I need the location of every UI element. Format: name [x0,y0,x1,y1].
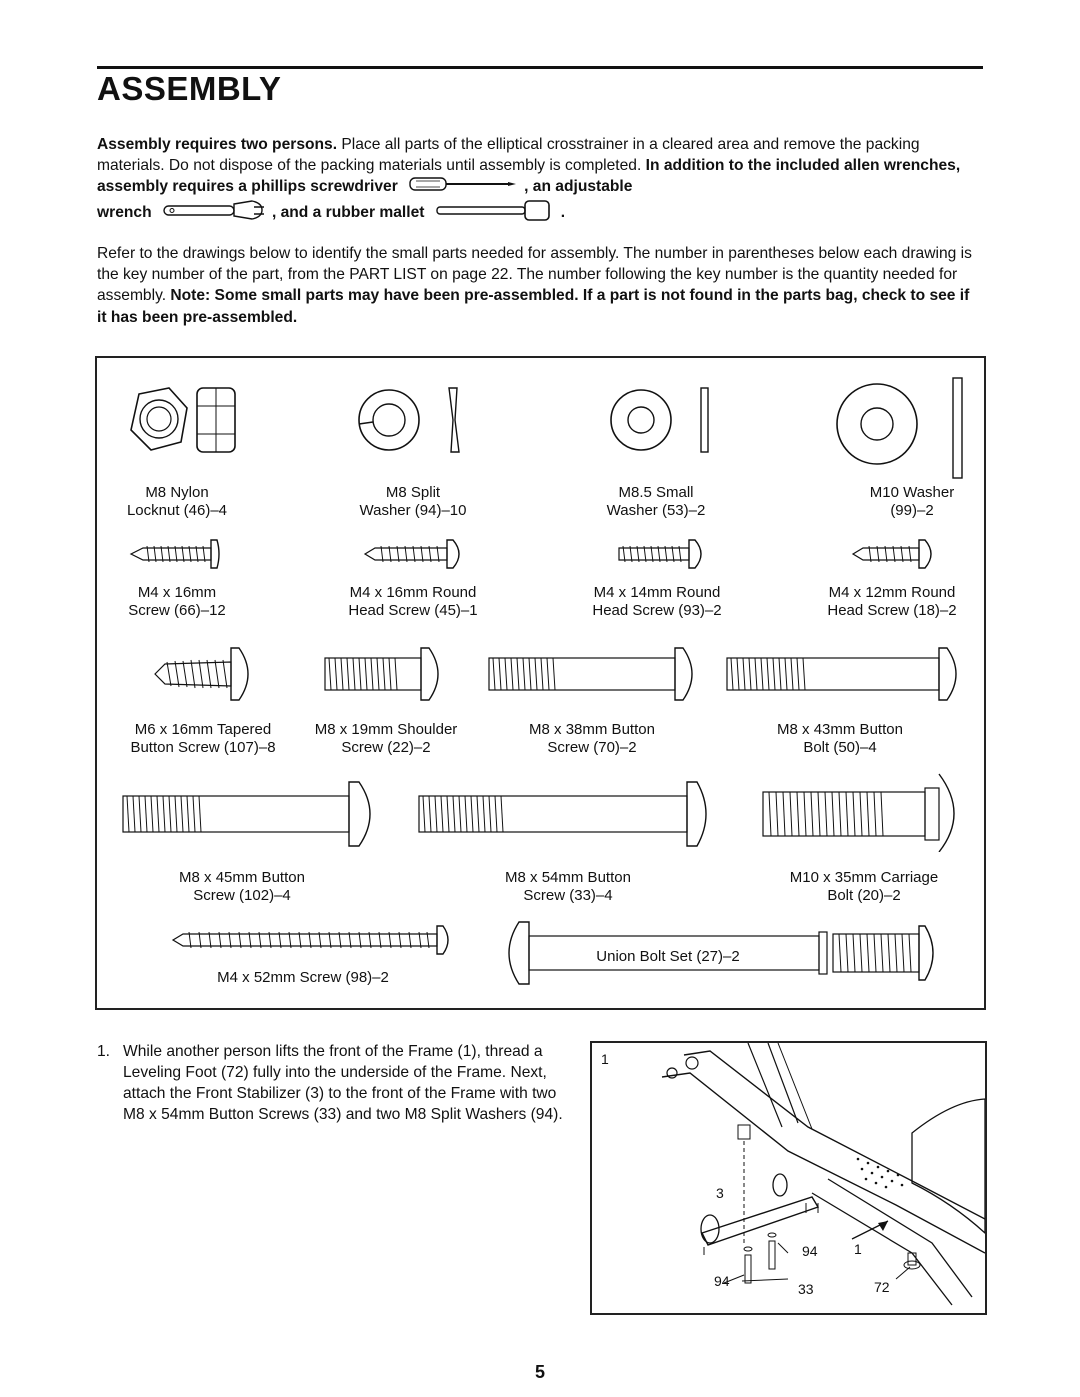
shoulder-screw-drawing [324,647,439,701]
union-bolt-set-drawing [508,921,934,985]
tools-text-mallet: , and a rubber mallet [271,203,425,221]
parts-reference-paragraph: Refer to the drawings below to identify … [97,243,983,328]
parts-reference-text: Refer to the drawings below to identify … [97,245,972,305]
m4-screw-drawing [129,539,220,569]
callout-94: 94 [802,1243,818,1259]
m8-54mm-button-screw-drawing [418,781,707,847]
parts-note-text: Note: Some small parts may have been pre… [97,287,970,326]
figure-1: 1 [590,1041,987,1315]
figure-number: 1 [601,1051,609,1067]
locknut-drawing [130,387,236,453]
page-number: 5 [534,1362,545,1382]
part-caption: Union Bolt Set (27)–2 [596,948,740,965]
callout-94-lower: 94 [714,1273,730,1289]
page-title: ASSEMBLY [97,70,282,107]
step-number: 1. [97,1043,111,1060]
small-washer-drawing [610,387,709,453]
m8-45mm-button-screw-drawing [122,781,371,847]
tapered-button-screw-drawing [154,647,249,701]
split-washer-drawing [358,387,460,453]
callout-3: 3 [716,1185,724,1201]
part-caption: M4 x 52mm Screw (98)–2 [217,969,389,986]
rubber-mallet-icon [435,199,555,227]
carriage-bolt-drawing [762,773,955,852]
intro-text: Place all parts of the elliptical crosst… [97,136,920,175]
m4-12mm-screw-drawing [851,539,932,569]
intro-tools-text: In addition to the included allen wrench… [97,157,961,196]
intro-bold-lead: Assembly requires two persons. [97,136,338,153]
m4-round-head-screw-drawing [363,539,460,569]
tools-text-wrench: wrench [97,203,152,221]
tools-text-adjustable: , an adjustable [524,178,633,196]
callout-72: 72 [874,1279,890,1295]
frame-assembly-drawing [661,1043,985,1306]
screwdriver-icon [408,176,518,198]
m8-38mm-button-screw-drawing [488,647,693,701]
m4-14mm-screw-drawing [618,539,702,569]
adjustable-wrench-icon [162,199,266,227]
m8-43mm-button-bolt-drawing [726,647,957,701]
callout-33: 33 [798,1281,814,1297]
m4-52mm-screw-drawing [171,925,449,955]
callout-1: 1 [854,1241,862,1257]
tools-end-period: . [560,203,566,221]
title-rule [97,66,983,69]
part-caption: M10 Washer(99)–2 [869,484,955,519]
step-text: While another person lifts the front of … [123,1043,563,1123]
intro-paragraph: Assembly requires two persons. Place all… [97,134,983,227]
m10-washer-drawing [836,377,963,479]
